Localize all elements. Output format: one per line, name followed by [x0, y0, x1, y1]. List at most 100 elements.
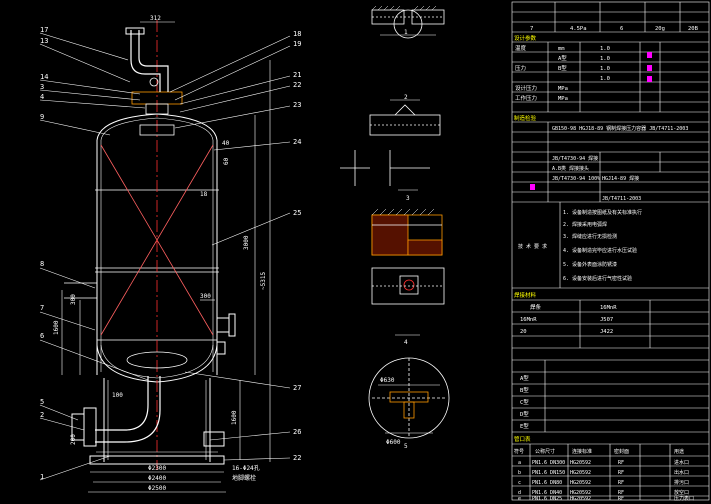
callout-18: 18	[293, 30, 301, 38]
inlet-pipe	[130, 30, 161, 92]
hole-u-0: 进水口	[674, 459, 689, 466]
dim-d2400: Φ2400	[148, 475, 166, 482]
row1-key-2: 压力	[515, 64, 526, 72]
callout-17: 17	[40, 26, 48, 34]
nozzle-0: A型	[520, 374, 529, 382]
detail-views	[340, 5, 450, 439]
callout-13: 13	[40, 37, 48, 45]
hole-n-2: PN1.6 DN80	[532, 480, 562, 486]
callout-22b: 22	[293, 454, 301, 462]
callout-1: 1	[40, 473, 44, 481]
detail-5	[368, 357, 450, 439]
dim-300: 300	[70, 294, 77, 305]
detail-label-1: 1	[404, 29, 408, 36]
callout-5: 5	[40, 398, 44, 406]
weld-b-2: J422	[600, 329, 613, 335]
callout-24: 24	[293, 138, 301, 146]
std-4: JB/T4730-94 100%	[552, 176, 600, 182]
weld-a-2: 20	[520, 329, 527, 335]
hdr-5: 20B	[688, 26, 699, 32]
nozzle-1: B型	[520, 386, 529, 394]
section-title-1: 设计参数	[514, 34, 537, 42]
row1-key-0: 温度	[515, 44, 527, 52]
row1-val-2: 1.0	[600, 66, 610, 72]
req-2: 2. 焊接采用电弧焊	[563, 221, 607, 228]
hole-u-2: 排污口	[674, 479, 689, 486]
weld-b-1: J507	[600, 317, 613, 323]
req-5: 5. 设备外表面涂防锈漆	[563, 261, 617, 268]
section-title-2: 制造检验	[514, 114, 537, 122]
hole-m-3: RF	[618, 490, 624, 496]
callouts: 17 13 14 3 4 9 8 7 6 5 2 1 18 19 21 22 2…	[40, 26, 301, 481]
detail-label-5: 5	[404, 443, 408, 450]
hole-n-4: PN1.6 DN25	[532, 496, 562, 502]
hole-u-1: 出水口	[674, 469, 689, 476]
row1-unit-0: mm	[558, 46, 565, 52]
detail-label-2: 2	[404, 94, 408, 101]
dim-100: 100	[112, 392, 123, 399]
dim-40: 40	[222, 140, 230, 147]
std-6: JB/T4711-2003	[602, 196, 641, 202]
std-5: HGJ14-89 焊接	[602, 175, 639, 182]
req-label: 技 术 要 求	[518, 243, 547, 250]
dim-1600b: 1600	[231, 410, 238, 425]
dim-base: 地脚螺栓	[232, 474, 256, 482]
row1-val-3: 1.0	[600, 76, 610, 82]
callout-9: 9	[40, 113, 44, 121]
hole-m-4: RF	[618, 496, 624, 502]
std-1: GB150-98 HGJ18-89 钢制焊接压力容器 JB/T4711-2003	[552, 125, 688, 132]
dim-60: 60	[223, 157, 230, 165]
hole-st-3: HG20592	[570, 490, 591, 496]
callout-26: 26	[293, 428, 301, 436]
callout-25: 25	[293, 209, 301, 217]
hole-n-0: PN1.6 DN300	[532, 460, 565, 466]
dim-d2300: Φ2300	[148, 465, 166, 472]
dim-300b: 300	[200, 293, 211, 300]
callout-23: 23	[293, 101, 301, 109]
callout-3: 3	[40, 83, 44, 91]
detail-3	[371, 208, 443, 256]
dim-5315: ~5315	[260, 272, 267, 290]
row1-key-4: 设计压力	[515, 84, 537, 92]
callout-27: 27	[293, 384, 301, 392]
hdr-4: 20g	[655, 26, 665, 32]
hole-s-2: c	[518, 480, 521, 486]
hole-n-1: PN1.6 DN150	[532, 470, 565, 476]
dim-18: 18	[200, 191, 208, 198]
weld-a-0: 焊条	[530, 303, 542, 311]
dim-3000: 3000	[243, 235, 250, 250]
hole-s-0: a	[518, 460, 521, 466]
hole-m-2: RF	[618, 480, 624, 486]
hole-st-0: HG20592	[570, 460, 591, 466]
detail-label-4: 4	[404, 339, 408, 346]
std-3: A.B类 焊接接头	[552, 165, 589, 172]
row1-unit-5: MPa	[558, 96, 568, 102]
std-2: JB/T4730-94 焊接	[552, 155, 598, 162]
hole-st-4: HG20592	[570, 496, 591, 502]
hole-s-4: e	[518, 496, 521, 502]
nozzle-2: C型	[520, 398, 529, 406]
callout-22: 22	[293, 81, 301, 89]
nozzle-4: E型	[520, 422, 529, 430]
callout-4: 4	[40, 93, 44, 101]
vessel-elevation	[39, 20, 291, 493]
callout-21: 21	[293, 71, 301, 79]
callout-7: 7	[40, 304, 44, 312]
spec-table: 7 4.5Pa 6 20g 20B 设计参数 制造检验 焊接材料 管口表 温度 …	[511, 1, 710, 502]
callout-14: 14	[40, 73, 48, 81]
hole-s-3: d	[518, 490, 521, 496]
detail-dim-630: Φ630	[380, 377, 395, 384]
hole-m-0: RF	[618, 460, 624, 466]
hdr-3: 6	[620, 26, 623, 32]
detail-dim-600: Φ600	[386, 439, 401, 446]
weld-a-1: 16MnR	[520, 317, 537, 323]
dim-bolt: 16-Φ24孔	[232, 464, 260, 472]
row1-val-1: 1.0	[600, 56, 610, 62]
dimension-texts: 312 3000 ~5315 1600 1600 60 200 300 100 …	[53, 15, 267, 492]
req-6: 6. 设备安装后进行气密性试验	[563, 275, 632, 282]
row1-key-5: 工作压力	[515, 94, 537, 102]
nozzle-3: D型	[520, 410, 529, 418]
detail-label-3: 3	[406, 195, 410, 202]
hole-u-4: 压力表口	[674, 495, 694, 502]
dim-d2500: Φ2500	[148, 485, 166, 492]
